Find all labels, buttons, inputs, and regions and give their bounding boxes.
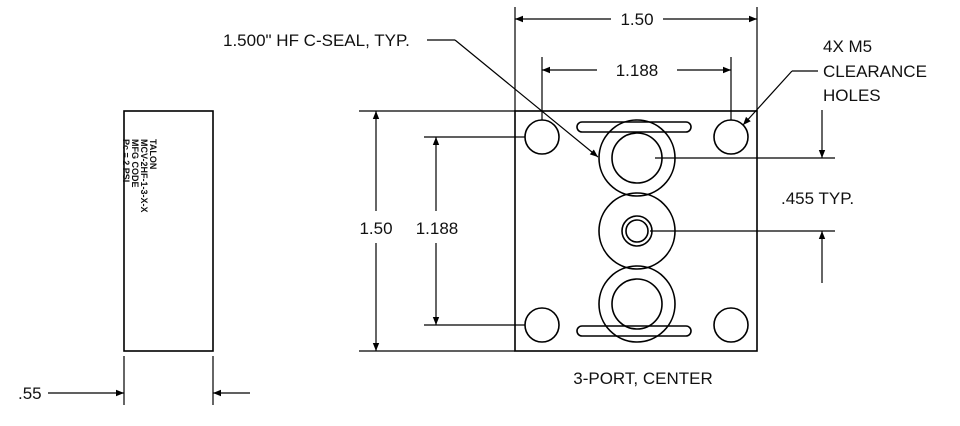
clearance-hole: [713, 307, 749, 343]
side-thickness-label: .55: [18, 384, 42, 403]
top-hole-spacing-dimension: 1.188: [541, 57, 732, 120]
slot: [576, 325, 692, 337]
clearance-hole: [524, 307, 560, 343]
holes-callout-line2: CLEARANCE: [823, 62, 927, 81]
left-height-label: 1.50: [359, 219, 392, 238]
slot: [576, 121, 692, 133]
left-hole-spacing-label: 1.188: [416, 219, 459, 238]
holes-callout-line3: HOLES: [823, 86, 881, 105]
leader-arrow: [742, 70, 793, 126]
view-caption: 3-PORT, CENTER: [573, 369, 713, 388]
side-label-line2: MCV-2HF-1-3-X-X: [139, 139, 149, 213]
side-thickness-dimension: .55: [18, 356, 250, 405]
top-width-dimension: 1.50: [514, 7, 758, 111]
holes-callout-line1: 4X M5: [823, 37, 872, 56]
leader-arrow: [454, 39, 599, 158]
holes-callout: 4X M5 CLEARANCE HOLES: [742, 37, 927, 126]
top-view: 1.50 1.188 1.50 1.188: [223, 7, 927, 388]
side-label-line3: MFG CODE: [130, 139, 140, 188]
seal-callout: 1.500" HF C-SEAL, TYP.: [223, 31, 599, 158]
port-spacing-label: .455 TYP.: [781, 189, 854, 208]
side-view-body: [123, 110, 214, 352]
left-height-dimension: 1.50: [359, 110, 515, 352]
left-hole-spacing-dimension: 1.188: [416, 136, 525, 326]
side-view: TALON MCV-2HF-1-3-X-X MFG CODE Pc = 2 PS…: [18, 110, 250, 405]
seal-callout-label: 1.500" HF C-SEAL, TYP.: [223, 31, 410, 50]
top-width-label: 1.50: [620, 10, 653, 29]
clearance-hole: [713, 119, 749, 155]
side-label-line1: TALON: [148, 139, 158, 169]
top-hole-spacing-label: 1.188: [616, 61, 659, 80]
side-label-line4: Pc = 2 PSI: [121, 139, 131, 182]
port-spacing-dimension: .455 TYP.: [650, 110, 854, 283]
side-label-stamp: TALON MCV-2HF-1-3-X-X MFG CODE Pc = 2 PS…: [121, 139, 158, 213]
clearance-hole: [524, 119, 560, 155]
port-bottom: [598, 265, 676, 343]
